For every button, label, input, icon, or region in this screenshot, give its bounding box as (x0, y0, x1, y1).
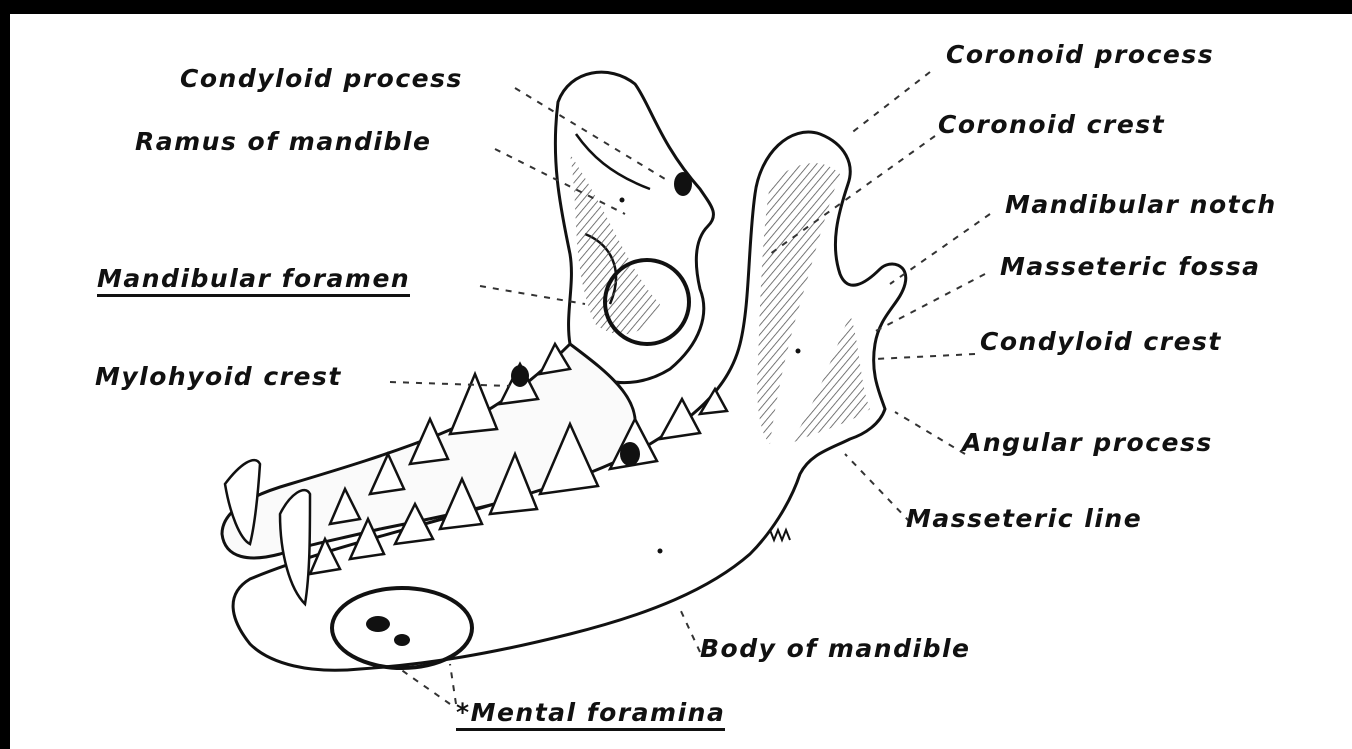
label-coronoid-process: Coronoid process (946, 42, 1214, 67)
label-body-of-mandible: Body of mandible (700, 636, 970, 661)
label-condyloid-crest: Condyloid crest (980, 329, 1222, 354)
label-mylohyoid-crest: Mylohyoid crest (95, 364, 342, 389)
label-condyloid-process: Condyloid process (180, 66, 463, 91)
label-ramus-of-mandible: Ramus of mandible (135, 129, 431, 154)
label-mental-foramina: *Mental foramina (456, 700, 725, 731)
label-mandibular-notch: Mandibular notch (1005, 192, 1277, 217)
label-mandibular-foramen: Mandibular foramen (97, 266, 410, 297)
label-masseteric-line: Masseteric line (906, 506, 1142, 531)
figure-frame: Condyloid process Ramus of mandible Mand… (10, 14, 1352, 749)
label-masseteric-fossa: Masseteric fossa (1000, 254, 1260, 279)
label-coronoid-crest: Coronoid crest (938, 112, 1165, 137)
label-angular-process: Angular process (962, 430, 1213, 455)
